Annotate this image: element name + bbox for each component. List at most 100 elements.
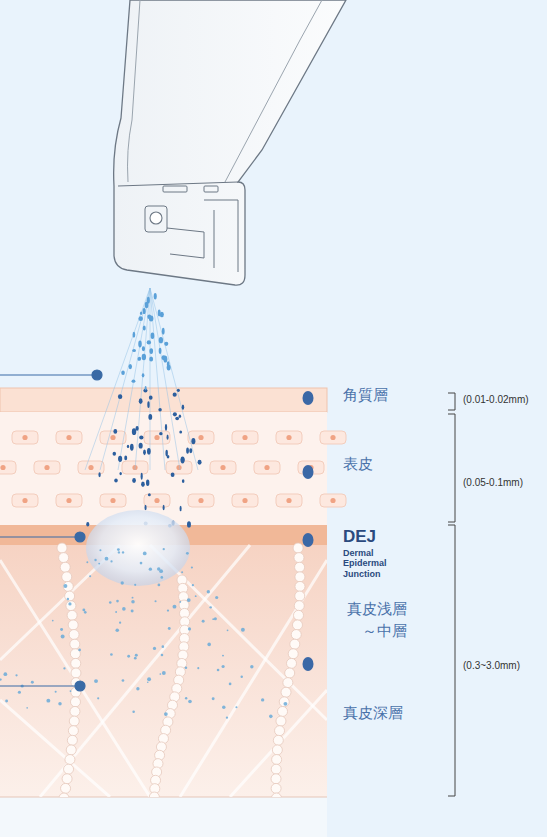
- spray-dot: [173, 605, 177, 609]
- spray-dot: [192, 584, 194, 586]
- cell-nucleus: [22, 498, 27, 503]
- spray-dot: [195, 595, 197, 597]
- cell-nucleus: [330, 498, 335, 503]
- spray-dot: [138, 341, 142, 348]
- brackets: [448, 393, 455, 796]
- spray-dot: [179, 601, 181, 603]
- bracket: [448, 525, 455, 796]
- spray-dot: [134, 584, 136, 586]
- spray-dot: [151, 332, 155, 338]
- spray-dot: [154, 293, 157, 299]
- cell-nucleus: [0, 465, 5, 470]
- cell-nucleus: [110, 498, 115, 503]
- collagen-line: [0, 560, 150, 797]
- fiber-bead: [295, 581, 305, 591]
- leader-dot: [75, 681, 85, 691]
- spray-dot: [222, 706, 225, 709]
- dimension-label: (0.05-0.1mm): [463, 477, 523, 489]
- spray-dot: [207, 590, 210, 593]
- spray-dot: [26, 707, 28, 709]
- layer-label: 真皮深層: [343, 704, 403, 722]
- spray-dot: [180, 506, 182, 512]
- cell: [0, 461, 16, 474]
- fiber-bead: [288, 649, 298, 659]
- spray-dot: [235, 706, 237, 708]
- spray-dot: [163, 505, 165, 511]
- spray-dot: [141, 473, 143, 480]
- dimension-label: (0.3~3.0mm): [463, 660, 520, 672]
- spray-dot: [145, 386, 147, 390]
- spray-dot: [171, 473, 175, 477]
- cell-nucleus: [286, 435, 291, 440]
- spray-dot: [52, 620, 54, 622]
- spray-line: [100, 288, 150, 470]
- fiber-bead: [71, 658, 81, 668]
- cell: [12, 494, 38, 507]
- fiber-bead: [271, 783, 281, 793]
- fiber-bead: [60, 562, 70, 572]
- spray-dot: [114, 479, 118, 483]
- spray-dot: [94, 559, 96, 561]
- device-body: [114, 0, 346, 285]
- spray-dot: [177, 389, 180, 392]
- cell: [144, 431, 170, 444]
- fiber-bead: [279, 697, 289, 707]
- spray-dot: [143, 308, 146, 314]
- fiber-bead: [63, 581, 73, 591]
- cell: [276, 494, 302, 507]
- cell: [232, 431, 258, 444]
- spray-dot: [122, 607, 126, 611]
- fiber-bead: [285, 668, 295, 678]
- spray-dot: [15, 674, 17, 676]
- spray-dot: [138, 316, 143, 321]
- spray-dot: [46, 699, 50, 703]
- spray-dot: [113, 429, 117, 434]
- cell: [78, 461, 104, 474]
- fiber-bead: [70, 706, 80, 716]
- spray-dot: [143, 552, 147, 556]
- spray-dot: [147, 340, 151, 344]
- spray-dot: [222, 665, 225, 668]
- spray-line: [150, 288, 180, 470]
- fiber-bead: [62, 572, 72, 582]
- leader-line: [0, 536, 76, 537]
- spray-dot: [173, 412, 177, 416]
- spray-dot: [182, 405, 185, 410]
- cell: [254, 461, 280, 474]
- spray-dot: [145, 302, 149, 309]
- fiber-bead: [67, 610, 77, 620]
- spray-dot: [58, 702, 61, 705]
- spray-dot: [115, 611, 117, 613]
- spray-dot: [283, 702, 287, 706]
- cell: [210, 461, 236, 474]
- fiber-bead: [69, 630, 79, 640]
- spray-dot: [142, 373, 145, 377]
- fiber-bead: [276, 716, 286, 726]
- spray-dot: [119, 472, 121, 475]
- device-slot: [204, 186, 218, 192]
- spray-dot: [122, 551, 124, 553]
- cell-nucleus: [66, 435, 71, 440]
- fiber-bead: [70, 639, 80, 649]
- spray-dot: [132, 597, 134, 599]
- spray-dot: [159, 673, 161, 675]
- spray-dot: [198, 460, 202, 465]
- spray-dot: [128, 364, 132, 369]
- device-line: [167, 228, 204, 258]
- spray-dot: [132, 710, 135, 713]
- fiber-bead: [290, 639, 300, 649]
- spray-dot: [215, 596, 218, 599]
- spray-dot: [143, 449, 146, 455]
- spray-dot: [86, 561, 88, 563]
- spray-dot: [158, 584, 161, 587]
- spray-dot: [209, 606, 211, 608]
- fiber-bead: [291, 630, 301, 640]
- leader-dot: [92, 370, 102, 380]
- spray-dot: [159, 432, 162, 435]
- layer-label: 真皮浅層 ～中層: [343, 598, 407, 642]
- fiber-bead: [275, 726, 285, 736]
- fiber-bead: [61, 783, 71, 793]
- spray-dot: [162, 645, 165, 648]
- spray-dot: [269, 715, 273, 719]
- spray-dot: [84, 611, 87, 614]
